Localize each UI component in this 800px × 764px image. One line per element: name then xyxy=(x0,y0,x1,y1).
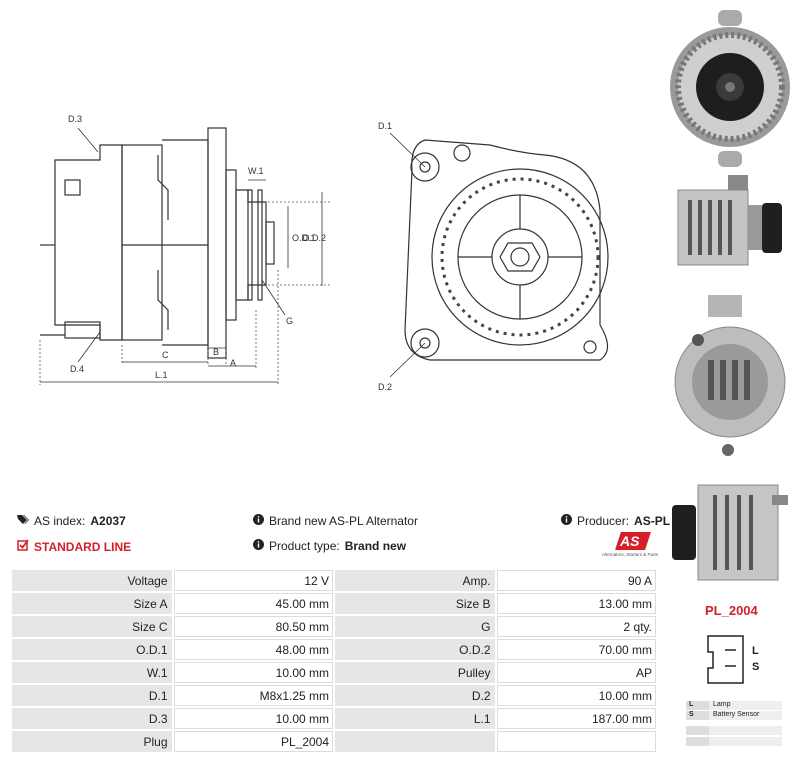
legend-key: L xyxy=(686,701,709,710)
spec-label: Plug xyxy=(10,729,174,754)
product-photo-front[interactable] xyxy=(668,5,792,173)
plug-legend-row xyxy=(686,726,782,735)
standard-line-label: STANDARD LINE xyxy=(34,539,132,554)
spec-label xyxy=(333,729,497,754)
spec-label: Amp. xyxy=(333,568,497,593)
legend-key xyxy=(686,726,709,735)
spec-value: 187.00 mm xyxy=(494,706,658,731)
spec-value: PL_2004 xyxy=(171,729,336,754)
spec-value: 13.00 mm xyxy=(494,591,658,616)
spec-label: D.3 xyxy=(10,706,174,731)
label-w1: W.1 xyxy=(248,166,264,176)
label-d2: D.2 xyxy=(378,382,392,392)
table-row: Plug PL_2004 xyxy=(10,729,658,754)
logo-tagline: Alternators, Starters & Parts xyxy=(601,552,658,557)
table-row: Voltage 12 V Amp. 90 A xyxy=(10,568,658,593)
label-a: A xyxy=(230,358,236,368)
front-view-drawing: D.1 D.2 xyxy=(378,121,609,392)
producer: Producer: AS-PL xyxy=(561,514,670,528)
side-view-drawing: D.3 D.4 W.1 O.D.1 O.D.2 G C B A L.1 xyxy=(39,114,330,385)
spec-value: 10.00 mm xyxy=(171,660,336,685)
table-row: W.1 10.00 mm Pulley AP xyxy=(10,660,658,685)
spec-label: G xyxy=(333,614,497,639)
table-row: Size C 80.50 mm G 2 qty. xyxy=(10,614,658,639)
pin-l-label: L xyxy=(752,645,759,657)
spec-label: D.2 xyxy=(333,683,497,708)
spec-value: 90 A xyxy=(494,568,658,593)
as-index: AS index: A2037 xyxy=(17,514,126,528)
spec-label: Size A xyxy=(10,591,174,616)
spec-value: 12 V xyxy=(171,568,336,593)
product-type-value: Brand new xyxy=(344,539,407,553)
spec-label: D.1 xyxy=(10,683,174,708)
spec-value: AP xyxy=(494,660,658,685)
legend-value xyxy=(709,726,782,735)
logo-text: AS xyxy=(620,533,640,549)
table-row: D.3 10.00 mm L.1 187.00 mm xyxy=(10,706,658,731)
as-index-label: AS index: xyxy=(34,514,86,528)
spec-value: 2 qty. xyxy=(494,614,658,639)
description-text: Brand new AS-PL Alternator xyxy=(269,514,418,528)
spec-label: O.D.1 xyxy=(10,637,174,662)
spec-value: 45.00 mm xyxy=(171,591,336,616)
product-photo-rear[interactable] xyxy=(668,290,792,465)
tag-icon xyxy=(17,514,29,528)
spec-value: 70.00 mm xyxy=(494,637,658,662)
spec-value: 48.00 mm xyxy=(171,637,336,662)
label-l1: L.1 xyxy=(155,370,168,380)
label-g: G xyxy=(286,316,293,326)
plug-title: PL_2004 xyxy=(705,603,758,618)
spec-value xyxy=(494,729,658,754)
plug-legend-row xyxy=(686,737,782,746)
plug-legend-row: S Battery Sensor xyxy=(686,711,782,720)
label-d1: D.1 xyxy=(378,121,392,131)
spec-value: M8x1.25 mm xyxy=(171,683,336,708)
product-photo-angle[interactable] xyxy=(668,470,792,595)
product-photo-side[interactable] xyxy=(668,175,792,285)
description: Brand new AS-PL Alternator xyxy=(253,514,418,528)
legend-key: S xyxy=(686,711,709,720)
label-c: C xyxy=(162,350,169,360)
spec-label: Pulley xyxy=(333,660,497,685)
spec-label: Size B xyxy=(333,591,497,616)
spec-value: 80.50 mm xyxy=(171,614,336,639)
checkbox-icon xyxy=(17,539,29,554)
legend-key xyxy=(686,737,709,746)
legend-value: Lamp xyxy=(709,701,782,710)
spec-table: Voltage 12 V Amp. 90 A Size A 45.00 mm S… xyxy=(10,568,658,754)
product-type: Product type: Brand new xyxy=(253,539,406,553)
pin-s-label: S xyxy=(752,661,759,673)
label-d3: D.3 xyxy=(68,114,82,124)
product-type-label: Product type: xyxy=(269,539,340,553)
spec-value: 10.00 mm xyxy=(494,683,658,708)
as-index-value: A2037 xyxy=(90,514,126,528)
table-row: Size A 45.00 mm Size B 13.00 mm xyxy=(10,591,658,616)
info-icon xyxy=(253,539,264,553)
spec-label: L.1 xyxy=(333,706,497,731)
spec-value: 10.00 mm xyxy=(171,706,336,731)
table-row: O.D.1 48.00 mm O.D.2 70.00 mm xyxy=(10,637,658,662)
legend-value xyxy=(709,737,782,746)
spec-label: W.1 xyxy=(10,660,174,685)
plug-legend-row: L Lamp xyxy=(686,701,782,710)
info-icon xyxy=(561,514,572,528)
legend-value: Battery Sensor xyxy=(709,711,782,720)
plug-diagram: L S xyxy=(707,635,759,684)
as-pl-logo: AS Alternators, Starters & Parts xyxy=(596,532,658,562)
producer-label: Producer: xyxy=(577,514,630,528)
spec-label: Voltage xyxy=(10,568,174,593)
spec-label: Size C xyxy=(10,614,174,639)
label-d4: D.4 xyxy=(70,364,84,374)
standard-line: STANDARD LINE xyxy=(17,539,131,554)
label-od2: O.D.2 xyxy=(302,233,326,243)
spec-label: O.D.2 xyxy=(333,637,497,662)
producer-value: AS-PL xyxy=(634,514,671,528)
info-icon xyxy=(253,514,264,528)
label-od1: O.D.1 xyxy=(292,233,316,243)
table-row: D.1 M8x1.25 mm D.2 10.00 mm xyxy=(10,683,658,708)
label-b: B xyxy=(213,347,219,357)
